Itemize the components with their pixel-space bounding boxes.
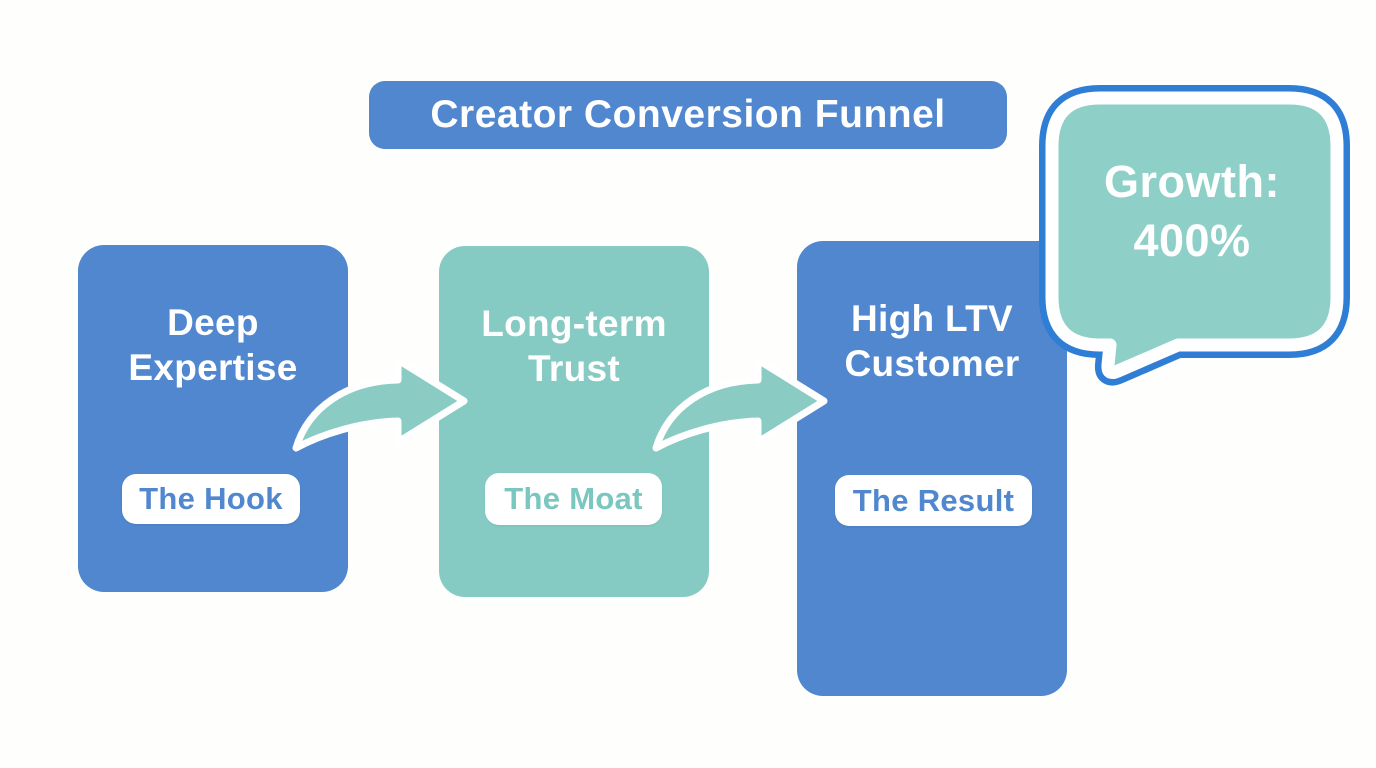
stage-label-high-ltv-customer: High LTV Customer bbox=[797, 296, 1067, 386]
growth-callout-line1: Growth: bbox=[1104, 156, 1280, 207]
stage-label-line1: High LTV bbox=[850, 298, 1014, 339]
curved-arrow-icon bbox=[292, 356, 468, 452]
stage-label-line2: Customer bbox=[844, 343, 1020, 384]
stage-box-deep-expertise: Deep Expertise bbox=[78, 245, 348, 592]
growth-callout: Growth: 400% bbox=[1072, 152, 1312, 270]
curved-arrow-icon bbox=[652, 356, 828, 452]
growth-callout-line2: 400% bbox=[1133, 215, 1251, 266]
stage-label-line1: Deep bbox=[167, 302, 259, 343]
stage-label-long-term-trust: Long-term Trust bbox=[439, 301, 709, 391]
badge-the-hook-label: The Hook bbox=[139, 481, 283, 516]
badge-the-result: The Result bbox=[835, 475, 1032, 526]
speech-bubble-icon bbox=[1039, 85, 1350, 386]
badge-the-moat: The Moat bbox=[485, 473, 662, 525]
stage-box-long-term-trust: Long-term Trust bbox=[439, 246, 709, 597]
badge-the-result-label: The Result bbox=[852, 482, 1015, 518]
diagram-title-bar: Creator Conversion Funnel bbox=[369, 81, 1007, 149]
badge-the-moat-label: The Moat bbox=[504, 481, 643, 516]
badge-the-hook: The Hook bbox=[122, 474, 300, 524]
stage-label-line1: Long-term bbox=[481, 303, 667, 344]
diagram-title: Creator Conversion Funnel bbox=[430, 93, 946, 136]
stage-label-line2: Trust bbox=[528, 348, 620, 389]
stage-label-line2: Expertise bbox=[128, 347, 298, 388]
stage-label-deep-expertise: Deep Expertise bbox=[78, 300, 348, 390]
stage-box-high-ltv-customer: High LTV Customer bbox=[797, 241, 1067, 696]
